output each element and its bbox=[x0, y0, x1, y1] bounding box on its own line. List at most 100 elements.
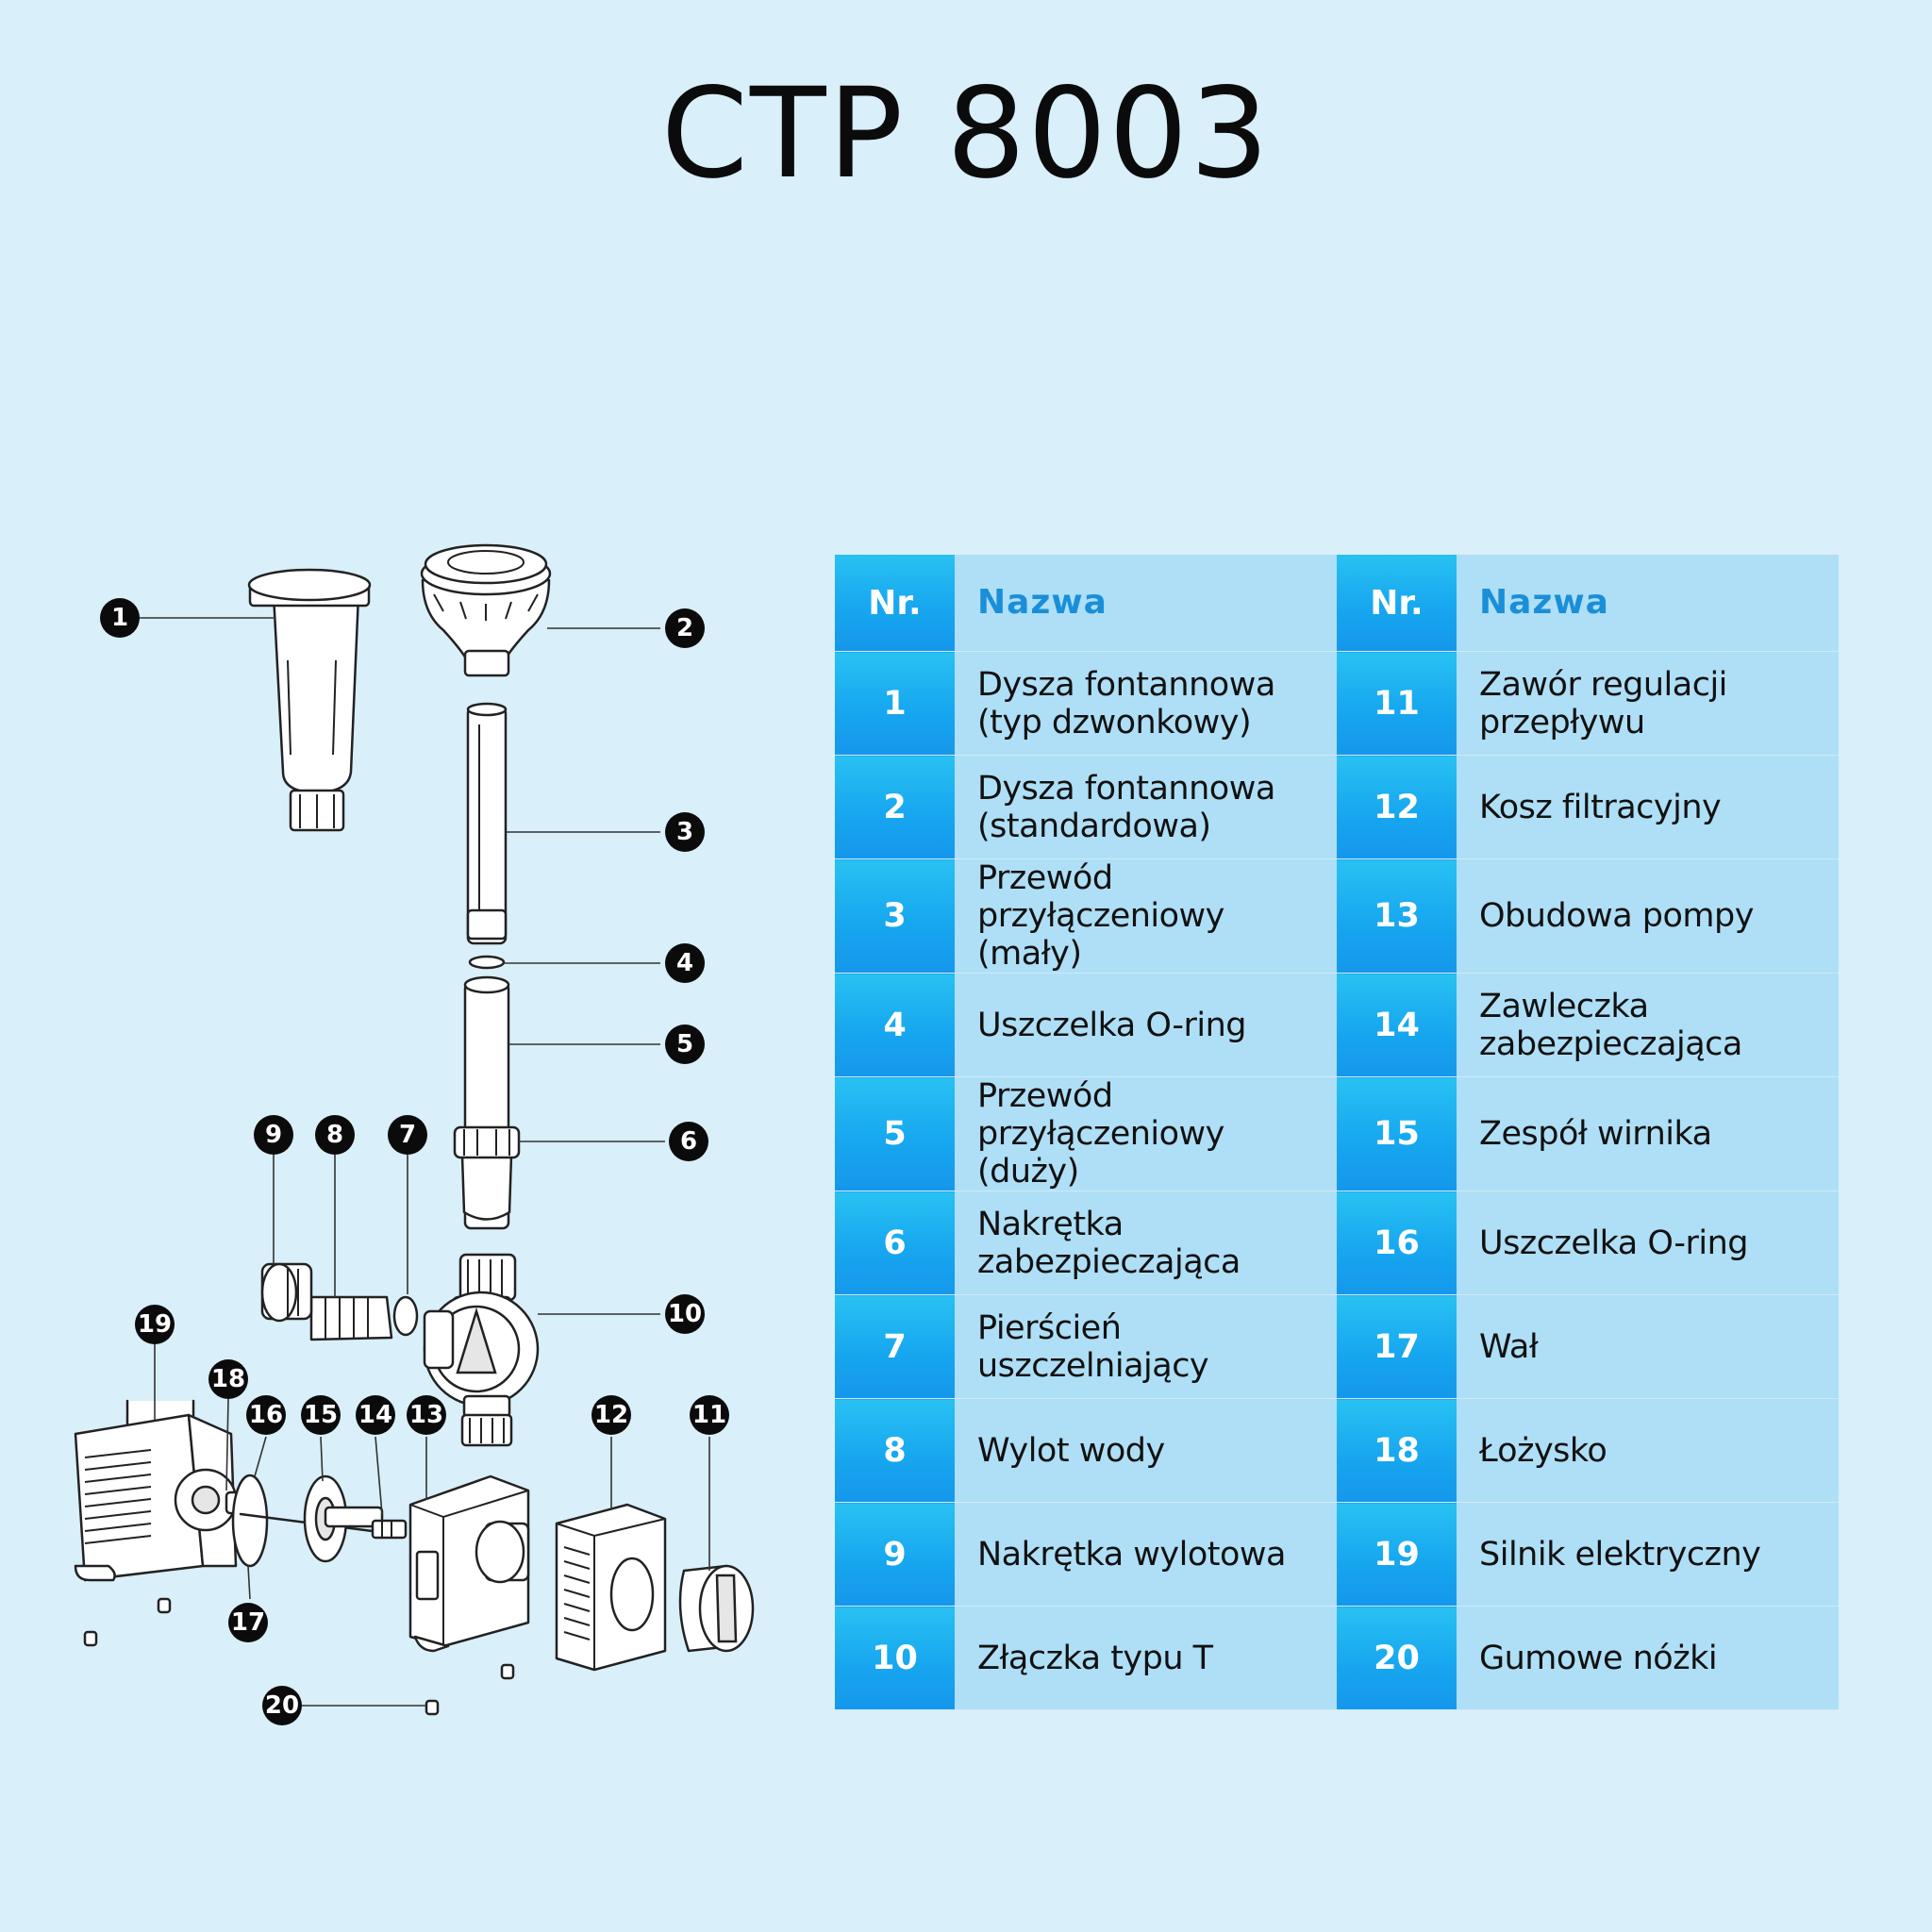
callout-5: 5 bbox=[665, 1024, 705, 1064]
part-number: 11 bbox=[1337, 651, 1457, 756]
header-nr-left: Nr. bbox=[835, 555, 955, 652]
part-name-line: Zawleczka bbox=[1479, 987, 1649, 1025]
part-name: Uszczelka O-ring bbox=[1457, 1191, 1839, 1295]
part-name-line: Obudowa pompy bbox=[1479, 897, 1754, 935]
part-name-line: Zespół wirnika bbox=[1479, 1115, 1712, 1153]
part-pump-housing bbox=[408, 1474, 530, 1653]
svg-text:18: 18 bbox=[211, 1365, 245, 1393]
svg-text:1: 1 bbox=[111, 604, 128, 632]
part-flow-valve bbox=[678, 1564, 755, 1653]
part-name: Kosz filtracyjny bbox=[1457, 755, 1839, 859]
svg-text:9: 9 bbox=[265, 1121, 282, 1149]
part-large-pipe bbox=[460, 975, 513, 1230]
part-name-line: (typ dzwonkowy) bbox=[977, 703, 1252, 741]
callout-12: 12 bbox=[591, 1395, 631, 1435]
table-header-row: Nr. Nazwa Nr. Nazwa bbox=[835, 555, 1839, 652]
part-rubber-feet bbox=[83, 1597, 515, 1716]
part-name: Obudowa pompy bbox=[1457, 858, 1839, 974]
part-water-outlet bbox=[309, 1295, 393, 1341]
callout-1: 1 bbox=[100, 598, 140, 638]
part-name: Przewód przyłączeniowy(duży) bbox=[955, 1076, 1337, 1191]
header-name-right: Nazwa bbox=[1457, 555, 1839, 652]
part-seal-ring bbox=[392, 1295, 419, 1337]
part-number: 1 bbox=[835, 651, 955, 756]
part-outlet-nut bbox=[260, 1262, 313, 1323]
part-name-line: (duży) bbox=[977, 1153, 1079, 1191]
part-t-connector bbox=[423, 1253, 540, 1447]
svg-text:15: 15 bbox=[304, 1401, 338, 1429]
svg-text:2: 2 bbox=[676, 614, 693, 642]
callout-13: 13 bbox=[407, 1395, 446, 1435]
part-name: Wylot wody bbox=[955, 1398, 1337, 1503]
svg-text:10: 10 bbox=[668, 1300, 702, 1328]
callout-11: 11 bbox=[690, 1395, 729, 1435]
callout-19: 19 bbox=[135, 1305, 175, 1344]
part-rotor-assembly bbox=[303, 1474, 384, 1563]
page-title: CTP 8003 bbox=[660, 61, 1272, 207]
part-number: 3 bbox=[835, 858, 955, 974]
callout-2: 2 bbox=[665, 608, 705, 648]
callout-9: 9 bbox=[254, 1115, 293, 1155]
part-number: 8 bbox=[835, 1398, 955, 1503]
svg-text:3: 3 bbox=[676, 818, 693, 846]
part-name: Dysza fontannowa(typ dzwonkowy) bbox=[955, 651, 1337, 756]
callout-4: 4 bbox=[665, 943, 705, 983]
part-number: 6 bbox=[835, 1191, 955, 1295]
part-name-line: Dysza fontannowa bbox=[977, 665, 1275, 704]
part-number: 18 bbox=[1337, 1398, 1457, 1503]
part-name-line: (mały) bbox=[977, 935, 1082, 973]
part-name-line: Złączka typu T bbox=[977, 1639, 1213, 1677]
svg-text:20: 20 bbox=[265, 1691, 299, 1720]
part-standard-nozzle bbox=[420, 543, 552, 677]
part-name-line: zabezpieczająca bbox=[1479, 1024, 1742, 1063]
part-filter-basket bbox=[555, 1503, 667, 1672]
part-name-line: Łożysko bbox=[1479, 1431, 1607, 1470]
callout-14: 14 bbox=[356, 1395, 395, 1435]
table-row: 5 Przewód przyłączeniowy(duży) 15 Zespół… bbox=[835, 1076, 1839, 1191]
part-o-ring-rotor bbox=[231, 1474, 269, 1568]
part-bell-nozzle bbox=[247, 568, 372, 832]
svg-text:14: 14 bbox=[358, 1401, 392, 1429]
svg-text:6: 6 bbox=[680, 1127, 697, 1156]
part-name: Uszczelka O-ring bbox=[955, 973, 1337, 1077]
callout-17: 17 bbox=[228, 1603, 268, 1642]
svg-text:13: 13 bbox=[409, 1401, 443, 1429]
part-name-line: Silnik elektryczny bbox=[1479, 1535, 1761, 1574]
table-row: 10 Złączka typu T 20 Gumowe nóżki bbox=[835, 1606, 1839, 1710]
part-name-line: Dysza fontannowa bbox=[977, 769, 1275, 808]
table-body: 1 Dysza fontannowa(typ dzwonkowy) 11 Zaw… bbox=[835, 651, 1839, 1710]
callout-15: 15 bbox=[301, 1395, 341, 1435]
part-small-pipe bbox=[466, 702, 508, 945]
part-number: 13 bbox=[1337, 858, 1457, 974]
part-lock-nut bbox=[453, 1125, 521, 1159]
part-number: 17 bbox=[1337, 1294, 1457, 1399]
part-number: 20 bbox=[1337, 1606, 1457, 1710]
part-name-line: Kosz filtracyjny bbox=[1479, 788, 1722, 826]
svg-text:7: 7 bbox=[399, 1121, 416, 1149]
part-number: 5 bbox=[835, 1076, 955, 1191]
callout-16: 16 bbox=[246, 1395, 286, 1435]
part-number: 15 bbox=[1337, 1076, 1457, 1191]
part-o-ring-small bbox=[468, 955, 506, 970]
part-name: Pierścień uszczelniający bbox=[955, 1294, 1337, 1399]
callout-8: 8 bbox=[315, 1115, 355, 1155]
table-row: 2 Dysza fontannowa(standardowa) 12 Kosz … bbox=[835, 755, 1839, 859]
header-nr-right: Nr. bbox=[1337, 555, 1457, 652]
part-name-line: Nakrętka bbox=[977, 1205, 1124, 1243]
parts-table: Nr. Nazwa Nr. Nazwa 1 Dysza fontannowa(t… bbox=[835, 555, 1839, 1710]
part-motor bbox=[74, 1399, 251, 1582]
svg-text:8: 8 bbox=[326, 1121, 343, 1149]
part-name: Nakrętka wylotowa bbox=[955, 1502, 1337, 1607]
part-name: Silnik elektryczny bbox=[1457, 1502, 1839, 1607]
part-name-line: Uszczelka O-ring bbox=[1479, 1224, 1749, 1262]
leader-lines bbox=[140, 617, 710, 1707]
callout-10: 10 bbox=[665, 1294, 705, 1334]
part-name-line: Wylot wody bbox=[977, 1431, 1165, 1470]
part-name-line: Nakrętka wylotowa bbox=[977, 1535, 1286, 1574]
part-name-line: Zawór regulacji bbox=[1479, 665, 1727, 704]
part-name-line: przepływu bbox=[1479, 703, 1645, 741]
